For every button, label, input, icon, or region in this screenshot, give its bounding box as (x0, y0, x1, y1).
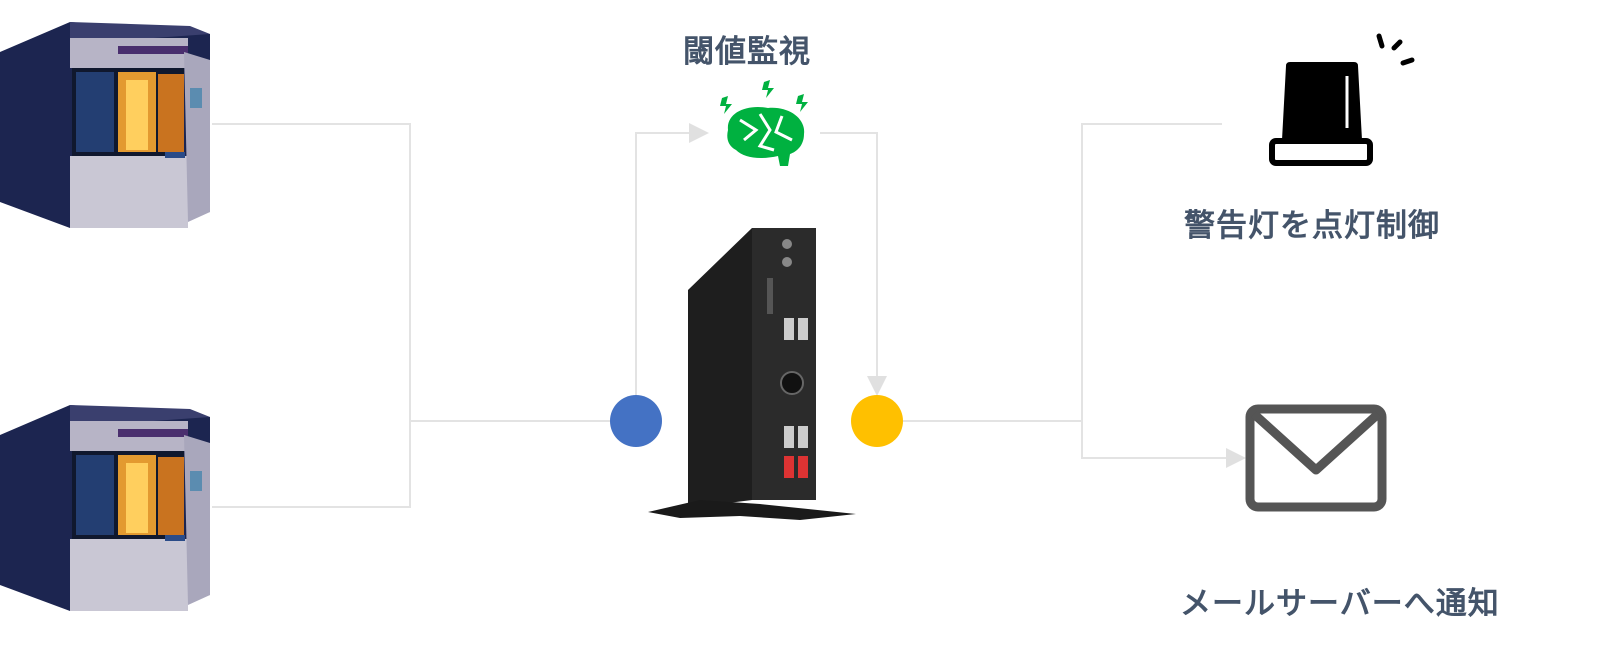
input-node (610, 395, 662, 447)
warning-light-icon (1269, 33, 1415, 166)
industrial-machine-1 (0, 22, 210, 228)
monitor-title: 閾値監視 (683, 34, 811, 70)
input-merge-line (212, 123, 411, 508)
envelope-icon (1245, 404, 1387, 512)
connector-lines (212, 123, 1246, 508)
output-node (851, 395, 903, 447)
mini-pc (648, 228, 856, 520)
mail-label: メールサーバーへ通知 (1180, 586, 1500, 622)
warning-light-label: 警告灯を点灯制御 (1184, 208, 1440, 244)
brain-icon (720, 80, 808, 166)
industrial-machine-2 (0, 405, 210, 611)
to-monitor-line (635, 123, 709, 395)
from-monitor-line (820, 132, 887, 396)
output-split-line (1081, 123, 1246, 468)
